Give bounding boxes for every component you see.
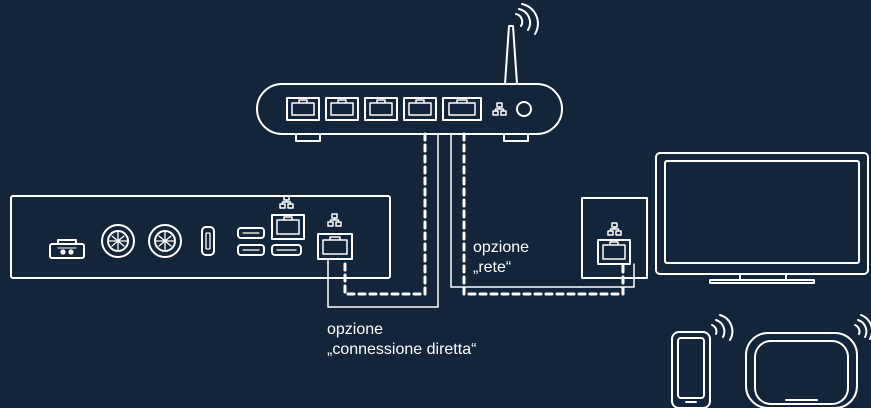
ethernet-port-icon [364,97,398,121]
power-button-icon [516,101,532,117]
network-icon [327,213,342,227]
direct-option-bracket [327,133,439,308]
ethernet-port-icon [442,97,482,121]
network-option-label: opzione „rete“ [473,238,529,278]
usb-ports-icon [237,227,302,256]
network-icon [607,222,622,236]
smartphone-icon [671,314,734,408]
wifi-icon [854,314,871,340]
ethernet-port-icon [271,214,305,240]
network-cable [462,132,625,296]
network-icon [492,102,507,116]
router-icon [256,3,563,142]
wifi-icon [711,314,734,341]
direct-option-label-line1: opzione [327,321,384,338]
hdmi-port-icon [201,226,215,256]
network-option-label-line2: „rete“ [473,259,512,276]
ethernet-port-icon [317,233,353,260]
direct-cable [343,132,427,296]
network-option-label-line1: opzione [473,239,530,256]
network-icon [279,195,294,209]
router-ports [286,97,482,121]
ethernet-port-icon [403,97,437,121]
ethernet-port-icon [286,97,320,121]
ethernet-port-icon [597,239,631,265]
tablet-icon [745,314,871,408]
round-connector-icon [148,224,182,258]
ethernet-port-icon [325,97,359,121]
wall-socket-icon [581,197,648,279]
direct-option-label-line2: „connessione diretta“ [327,341,477,358]
router-body [256,83,563,135]
direct-option-label: opzione „connessione diretta“ [327,320,476,360]
device-box-icon [10,195,391,279]
power-connector-icon [49,239,85,259]
wifi-icon [515,3,539,35]
round-connector-icon [101,224,135,258]
tv-icon [655,152,869,284]
network-option-bracket [450,133,635,288]
